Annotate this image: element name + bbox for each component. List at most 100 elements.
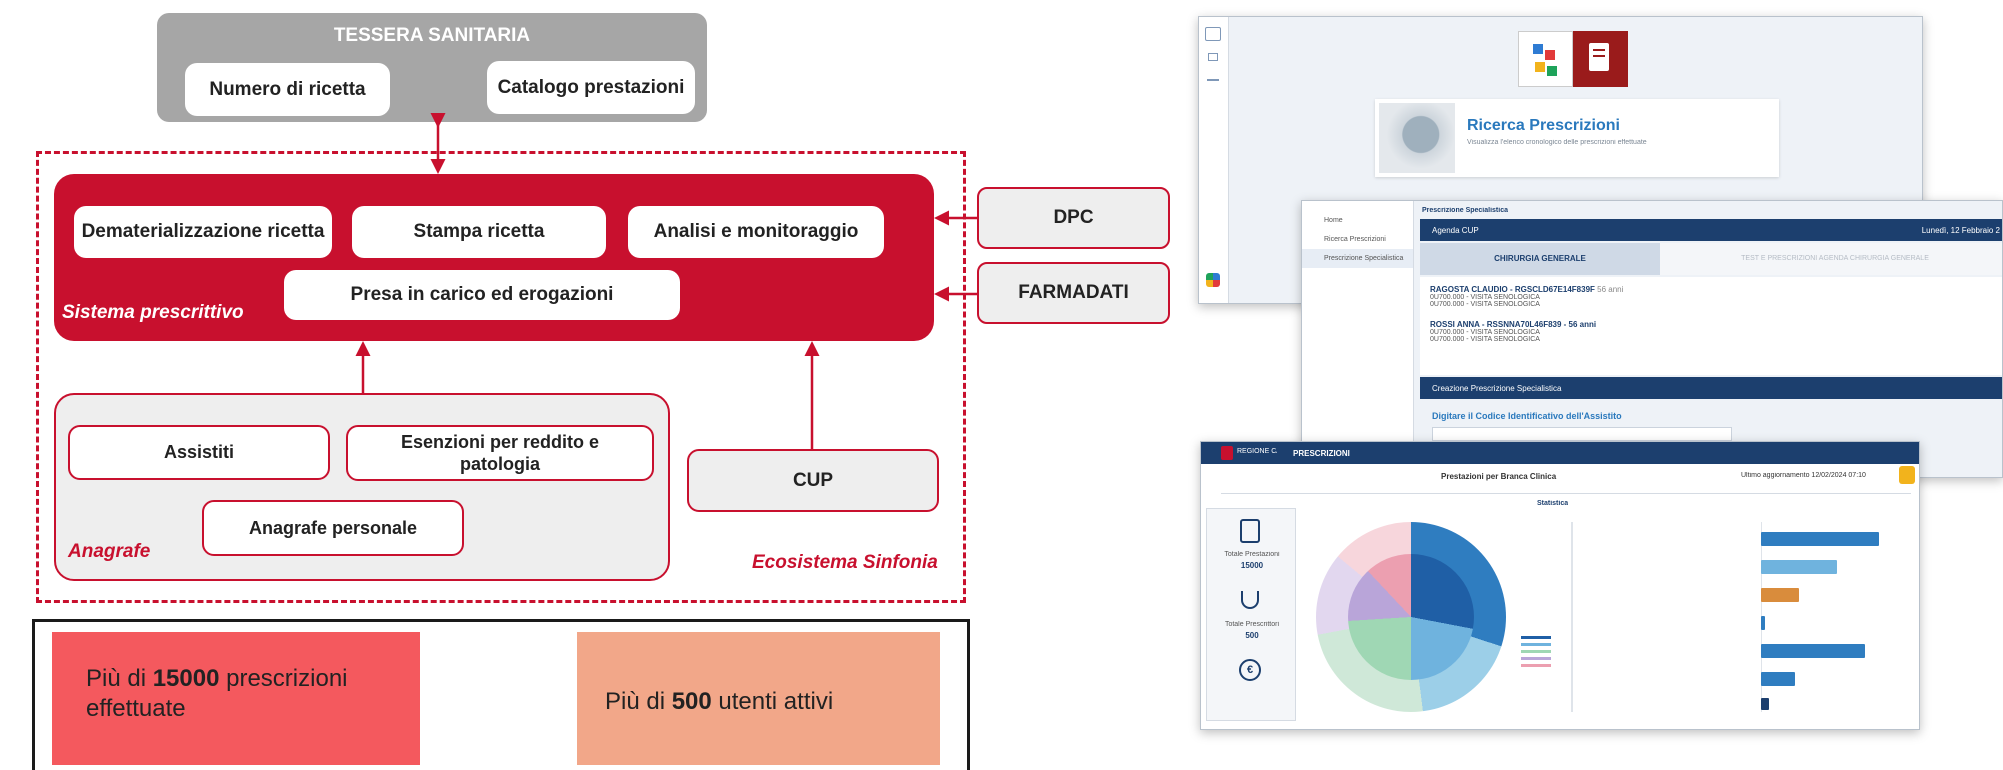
stat-utenti-box: Più di 500 utenti attivi: [577, 632, 940, 765]
agenda-tab-2[interactable]: TEST E PRESCRIZIONI AGENDA CHIRURGIA GEN…: [1741, 255, 1929, 262]
sidebar-home-icon[interactable]: [1208, 53, 1218, 61]
dematerializzazione-box: Dematerializzazione ricetta: [74, 206, 332, 258]
patient-1-line1: 0U700.000 - VISITA SENOLOGICA: [1430, 294, 1540, 301]
agenda-list: RAGOSTA CLAUDIO - RGSCLD67E14F839F 56 an…: [1420, 277, 2002, 375]
catalogo-prestazioni-box: Catalogo prestazioni: [487, 61, 695, 114]
kpi2-label: Totale Prescrittori: [1224, 621, 1280, 628]
agenda-section-header: Creazione Prescrizione Specialistica: [1420, 377, 2002, 399]
stat2-suffix: utenti attivi: [711, 688, 834, 715]
tessera-sanitaria-box: TESSERA SANITARIA Numero di ricetta Cata…: [157, 13, 707, 122]
search-card[interactable]: Ricerca Prescrizioni Visualizza l'elenco…: [1375, 99, 1779, 177]
assistito-id-input[interactable]: [1432, 427, 1732, 441]
nav-home[interactable]: Home: [1324, 217, 1343, 224]
sinfonia-logo-icon: [1206, 273, 1220, 287]
stats-screen: REGIONE CAMPANIA PRESCRIZIONI Prestazion…: [1200, 441, 1920, 730]
stats-frame: [32, 619, 970, 770]
bar-7: [1761, 698, 1769, 710]
stat1-suffix: prescrizioni: [219, 665, 348, 692]
stats-update: Ultimo aggiornamento 12/02/2024 07:10: [1741, 472, 1866, 479]
esenzioni-box: Esenzioni per reddito e patologia: [346, 425, 654, 481]
cup-box: CUP: [687, 449, 939, 512]
patient-1-line2: 0U700.000 - VISITA SENOLOGICA: [1430, 301, 1540, 308]
stethoscope-icon: [1241, 591, 1259, 609]
agenda-date: Lunedì, 12 Febbraio 2: [1921, 225, 2000, 235]
bar-5: [1761, 644, 1865, 658]
sunburst-chart: [1316, 522, 1506, 712]
analisi-monitoraggio-box: Analisi e monitoraggio: [628, 206, 884, 258]
kpi1-value: 15000: [1240, 561, 1264, 570]
stats-section: Statistica: [1537, 500, 1569, 507]
stat1-prefix: Più di: [86, 665, 153, 692]
esenzioni-line2: patologia: [460, 454, 540, 474]
anagrafe-box: Assistiti Esenzioni per reddito e patolo…: [54, 393, 670, 581]
ecosistema-frame: [36, 151, 966, 603]
sistema-prescrittivo-box: Dematerializzazione ricetta Stampa ricet…: [54, 174, 934, 341]
stats-title: Prestazioni per Branca Clinica: [1441, 472, 1557, 481]
assistiti-box: Assistiti: [68, 425, 330, 480]
sinfonia-brand-icon: [1518, 31, 1573, 87]
agenda-nav: Home Ricerca Prescrizioni Prescrizione S…: [1302, 201, 1414, 477]
bar-3: [1761, 588, 1799, 602]
presa-in-carico-box: Presa in carico ed erogazioni: [284, 270, 680, 320]
dpc-box: DPC: [977, 187, 1170, 249]
search-card-image: [1379, 103, 1455, 173]
sistema-label: Sistema prescrittivo: [62, 302, 244, 323]
euro-icon: €: [1239, 659, 1261, 681]
search-logo: [1518, 31, 1628, 87]
bar-6: [1761, 672, 1795, 686]
search-card-subtitle: Visualizza l'elenco cronologico delle pr…: [1467, 139, 1647, 146]
cup-label: CUP: [792, 469, 834, 491]
patient-2-line1: 0U700.000 - VISITA SENOLOGICA: [1430, 329, 1540, 336]
agenda-prompt: Digitare il Codice Identificativo dell'A…: [1432, 411, 1622, 421]
stats-module: PRESCRIZIONI: [1293, 449, 1350, 458]
patient-2-name[interactable]: ROSSI ANNA - RSSNNA70L46F839 - 56 anni: [1430, 320, 1597, 329]
bar-chart: [1571, 522, 1911, 717]
kpi1-label: Totale Prestazioni: [1224, 551, 1280, 558]
clipboard-icon: [1240, 519, 1260, 543]
sidebar-menu-icon[interactable]: [1205, 27, 1221, 41]
search-card-title: Ricerca Prescrizioni: [1467, 117, 1620, 134]
numero-ricetta-box: Numero di ricetta: [185, 63, 390, 116]
sidebar-nav-icon[interactable]: [1207, 75, 1219, 81]
agenda-breadcrumb: Prescrizione Specialistica: [1422, 207, 1508, 214]
region-logo-icon: [1221, 446, 1233, 460]
anagrafe-personale-box: Anagrafe personale: [202, 500, 464, 556]
dpc-label: DPC: [1053, 207, 1094, 228]
connectors: [355, 113, 977, 449]
agenda-header-title: Agenda CUP: [1432, 225, 1479, 235]
stats-topbar: REGIONE CAMPANIA PRESCRIZIONI: [1201, 442, 1919, 464]
tessera-title: TESSERA SANITARIA: [333, 25, 531, 46]
bar-1: [1761, 532, 1879, 546]
stampa-ricetta-box: Stampa ricetta: [352, 206, 606, 258]
stats-kpi-column: Totale Prestazioni 15000 Totale Prescrit…: [1206, 508, 1296, 721]
stat2-prefix: Più di: [605, 688, 672, 715]
stat-prescrizioni-box: Più di 15000 prescrizioni effettuate: [52, 632, 420, 765]
nav-ricerca[interactable]: Ricerca Prescrizioni: [1324, 236, 1386, 243]
esenzioni-line1: Esenzioni per reddito e: [400, 431, 600, 452]
chart-legend: [1521, 632, 1561, 682]
bar-2: [1761, 560, 1837, 574]
stats-brand: REGIONE CAMPANIA: [1237, 448, 1277, 455]
farmadati-label: FARMADATI: [1018, 282, 1129, 303]
stat2-number: 500: [671, 688, 712, 715]
stats-filter-row: [1221, 486, 1911, 494]
agenda-header: Agenda CUP Lunedì, 12 Febbraio 2: [1420, 219, 2002, 241]
kpi2-value: 500: [1245, 631, 1259, 640]
patient-1-name[interactable]: RAGOSTA CLAUDIO - RGSCLD67E14F839F 56 an…: [1430, 285, 1624, 294]
agenda-section-title: Creazione Prescrizione Specialistica: [1432, 383, 1562, 393]
bar-4: [1761, 616, 1765, 630]
search-sidebar: [1199, 17, 1229, 303]
nav-prescrizione[interactable]: Prescrizione Specialistica: [1302, 249, 1413, 268]
agenda-screen: Prescrizione Specialistica Home Ricerca …: [1301, 200, 2003, 478]
sunburst-inner: [1348, 554, 1474, 680]
agenda-tabs: CHIRURGIA GENERALE TEST E PRESCRIZIONI A…: [1420, 243, 2002, 275]
agenda-tab-1[interactable]: CHIRURGIA GENERALE: [1420, 243, 1660, 275]
ecosistema-label: Ecosistema Sinfonia: [752, 552, 938, 573]
stat1-number: 15000: [152, 665, 220, 692]
prescription-brand-icon: [1573, 31, 1628, 87]
farmadati-box: FARMADATI: [977, 262, 1170, 324]
stat1-line2: effettuate: [86, 695, 186, 722]
help-figure-icon: [1899, 466, 1915, 484]
patient-2-line2: 0U700.000 - VISITA SENOLOGICA: [1430, 336, 1540, 343]
